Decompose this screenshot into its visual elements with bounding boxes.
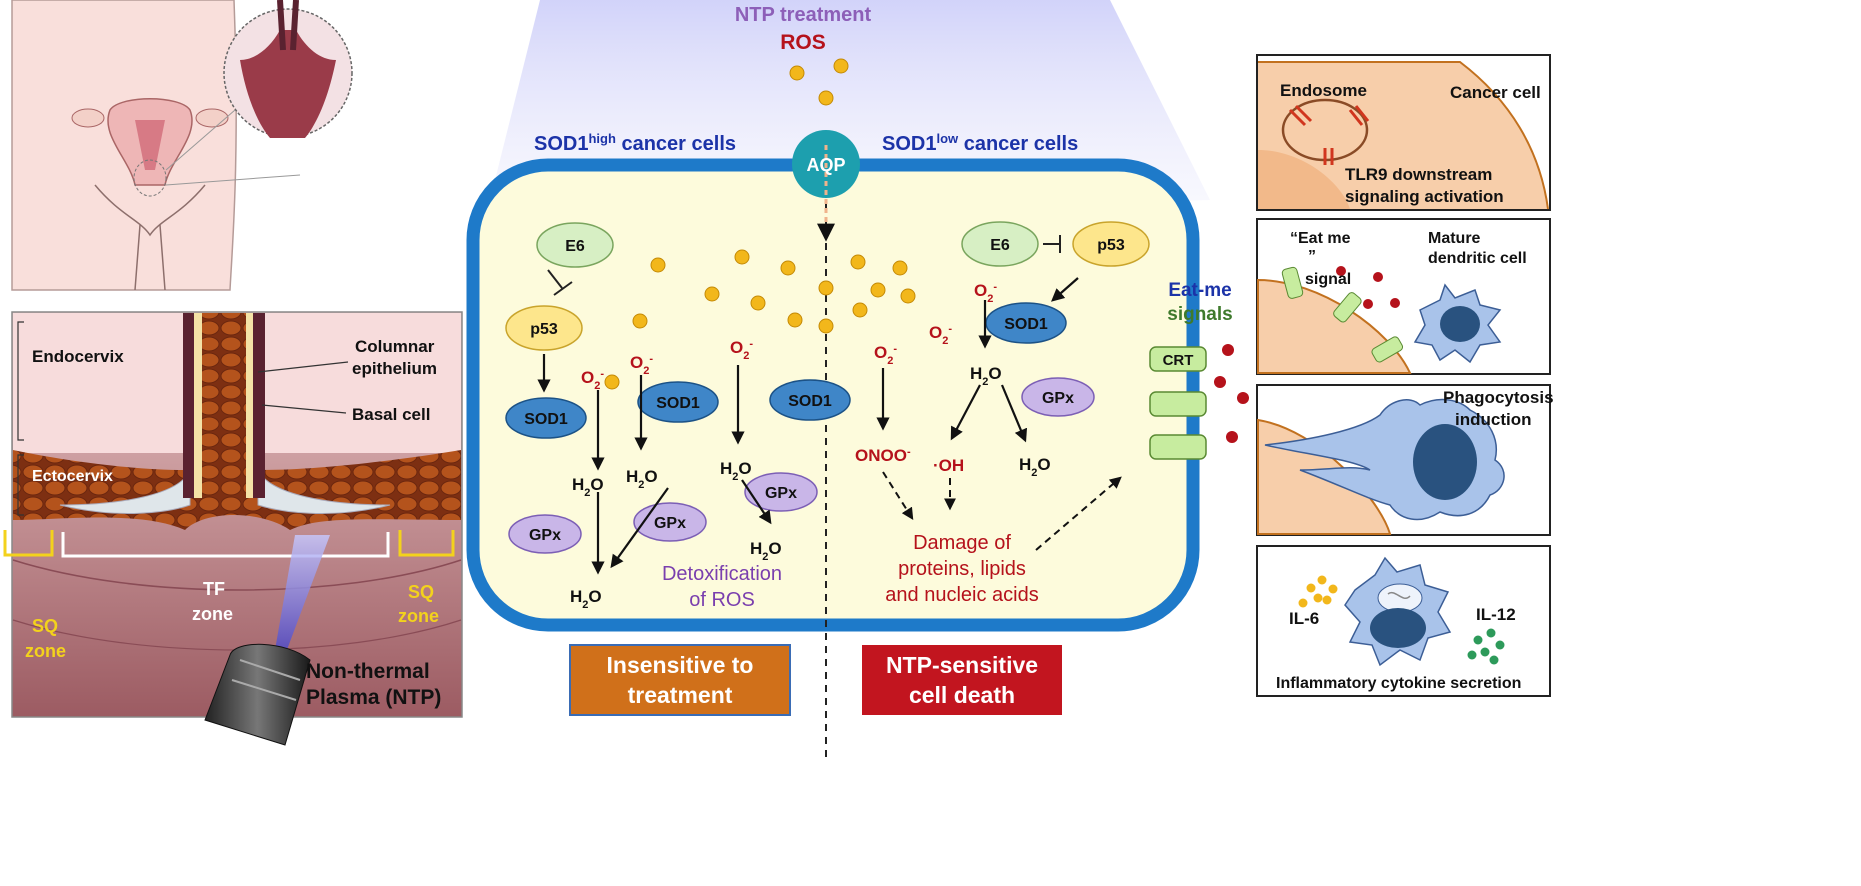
label-sq-left: SQ	[32, 616, 58, 636]
label-sensitive-line1: NTP-sensitive	[886, 652, 1038, 678]
label-sq-left-zone: zone	[25, 641, 66, 661]
label-sod1-a: SOD1	[524, 411, 568, 428]
label-basal-cell: Basal cell	[352, 405, 430, 424]
cervix-cross-section	[3, 311, 463, 746]
label-h2o2-c: H2O	[720, 459, 752, 483]
label-tf-zone: zone	[192, 604, 233, 624]
mechanism-cell-diagram	[466, 0, 1249, 760]
label-e6-left: E6	[565, 238, 585, 255]
label-gpx-a: GPx	[529, 527, 561, 544]
label-eatme-signal-line2: ”	[1308, 248, 1316, 265]
label-insensitive-line1: Insensitive to	[607, 652, 754, 678]
label-o2-f: O2-	[974, 281, 997, 305]
label-phago-line2: induction	[1455, 410, 1531, 429]
ntp-device-icon	[204, 643, 311, 746]
label-endocervix: Endocervix	[32, 347, 124, 366]
label-o2-a: O2-	[581, 368, 604, 392]
label-sod1-high-cells: SOD1high cancer cells	[534, 131, 736, 156]
label-sod1-low-cells: SOD1low cancer cells	[882, 131, 1078, 156]
label-h2o2-a: H2O	[572, 475, 604, 499]
label-crt: CRT	[1163, 352, 1194, 369]
ros-dots	[604, 58, 916, 390]
label-tlr9-line1: TLR9 downstream	[1345, 165, 1492, 184]
label-ntp-line2: Plasma (NTP)	[306, 686, 441, 709]
label-ectocervix: Ectocervix	[32, 468, 113, 485]
label-phago-line1: Phagocytosis	[1443, 388, 1554, 407]
label-sod1-right: SOD1	[1004, 316, 1048, 333]
label-p53-right: p53	[1097, 237, 1125, 254]
label-sod1-b: SOD1	[656, 395, 700, 412]
label-damage-line1: Damage of	[913, 532, 1011, 554]
label-sq-right-zone: zone	[398, 606, 439, 626]
right-panels	[1256, 54, 1551, 697]
label-mature-line1: Mature	[1428, 230, 1481, 247]
label-epithelium: epithelium	[352, 359, 437, 378]
label-eatme-line2: signals	[1167, 304, 1232, 325]
label-o2-e: O2-	[929, 323, 952, 347]
label-damage-line3: and nucleic acids	[885, 584, 1038, 606]
label-gpx-right: GPx	[1042, 390, 1074, 407]
label-o2-b: O2-	[630, 353, 653, 377]
label-ntp-line1: Non-thermal	[306, 660, 430, 683]
label-o2-c: O2-	[730, 338, 753, 362]
ntp-sensitive-box	[862, 645, 1062, 715]
label-h2o2-b: H2O	[626, 467, 658, 491]
label-il6: IL-6	[1289, 609, 1319, 628]
label-oh: ·OH	[933, 456, 964, 475]
label-tlr9-line2: signaling activation	[1345, 187, 1504, 206]
label-eatme-signal-line1: “Eat me	[1290, 230, 1351, 247]
label-eatme-signal-line3: signal	[1305, 271, 1351, 288]
label-gpx-b: GPx	[654, 515, 686, 532]
label-il12: IL-12	[1476, 605, 1516, 624]
insensitive-box	[569, 644, 791, 716]
label-e6-right: E6	[990, 237, 1010, 254]
label-h2o2-d: H2O	[970, 364, 1002, 388]
label-p53-left: p53	[530, 321, 558, 338]
label-sq-right: SQ	[408, 582, 434, 602]
label-insensitive-line2: treatment	[628, 682, 733, 708]
label-inflam: Inflammatory cytokine secretion	[1276, 675, 1521, 692]
label-detox-line1: Detoxification	[662, 563, 782, 585]
label-endosome: Endosome	[1280, 81, 1367, 100]
label-columnar: Columnar	[355, 337, 435, 356]
label-detox-line2: of ROS	[689, 589, 755, 611]
label-sod1-c: SOD1	[788, 393, 832, 410]
label-h2o-c: H2O	[1019, 455, 1051, 479]
anatomy-illustration	[11, 0, 353, 291]
label-gpx-c: GPx	[765, 485, 797, 502]
label-ntp-treatment: NTP treatment	[735, 4, 872, 26]
label-tf: TF	[203, 579, 225, 599]
label-onoo: ONOO-	[855, 446, 911, 465]
label-cancer-cell: Cancer cell	[1450, 83, 1541, 102]
label-sensitive-line2: cell death	[909, 682, 1015, 708]
label-h2o-a: H2O	[570, 587, 602, 611]
label-eatme-line1: Eat-me	[1168, 280, 1231, 301]
label-o2-d: O2-	[874, 343, 897, 367]
label-aqp: AQP	[806, 155, 845, 175]
label-mature-line2: dendritic cell	[1428, 250, 1527, 267]
label-h2o-b: H2O	[750, 539, 782, 563]
label-ros: ROS	[780, 31, 826, 54]
label-damage-line2: proteins, lipids	[898, 558, 1026, 580]
